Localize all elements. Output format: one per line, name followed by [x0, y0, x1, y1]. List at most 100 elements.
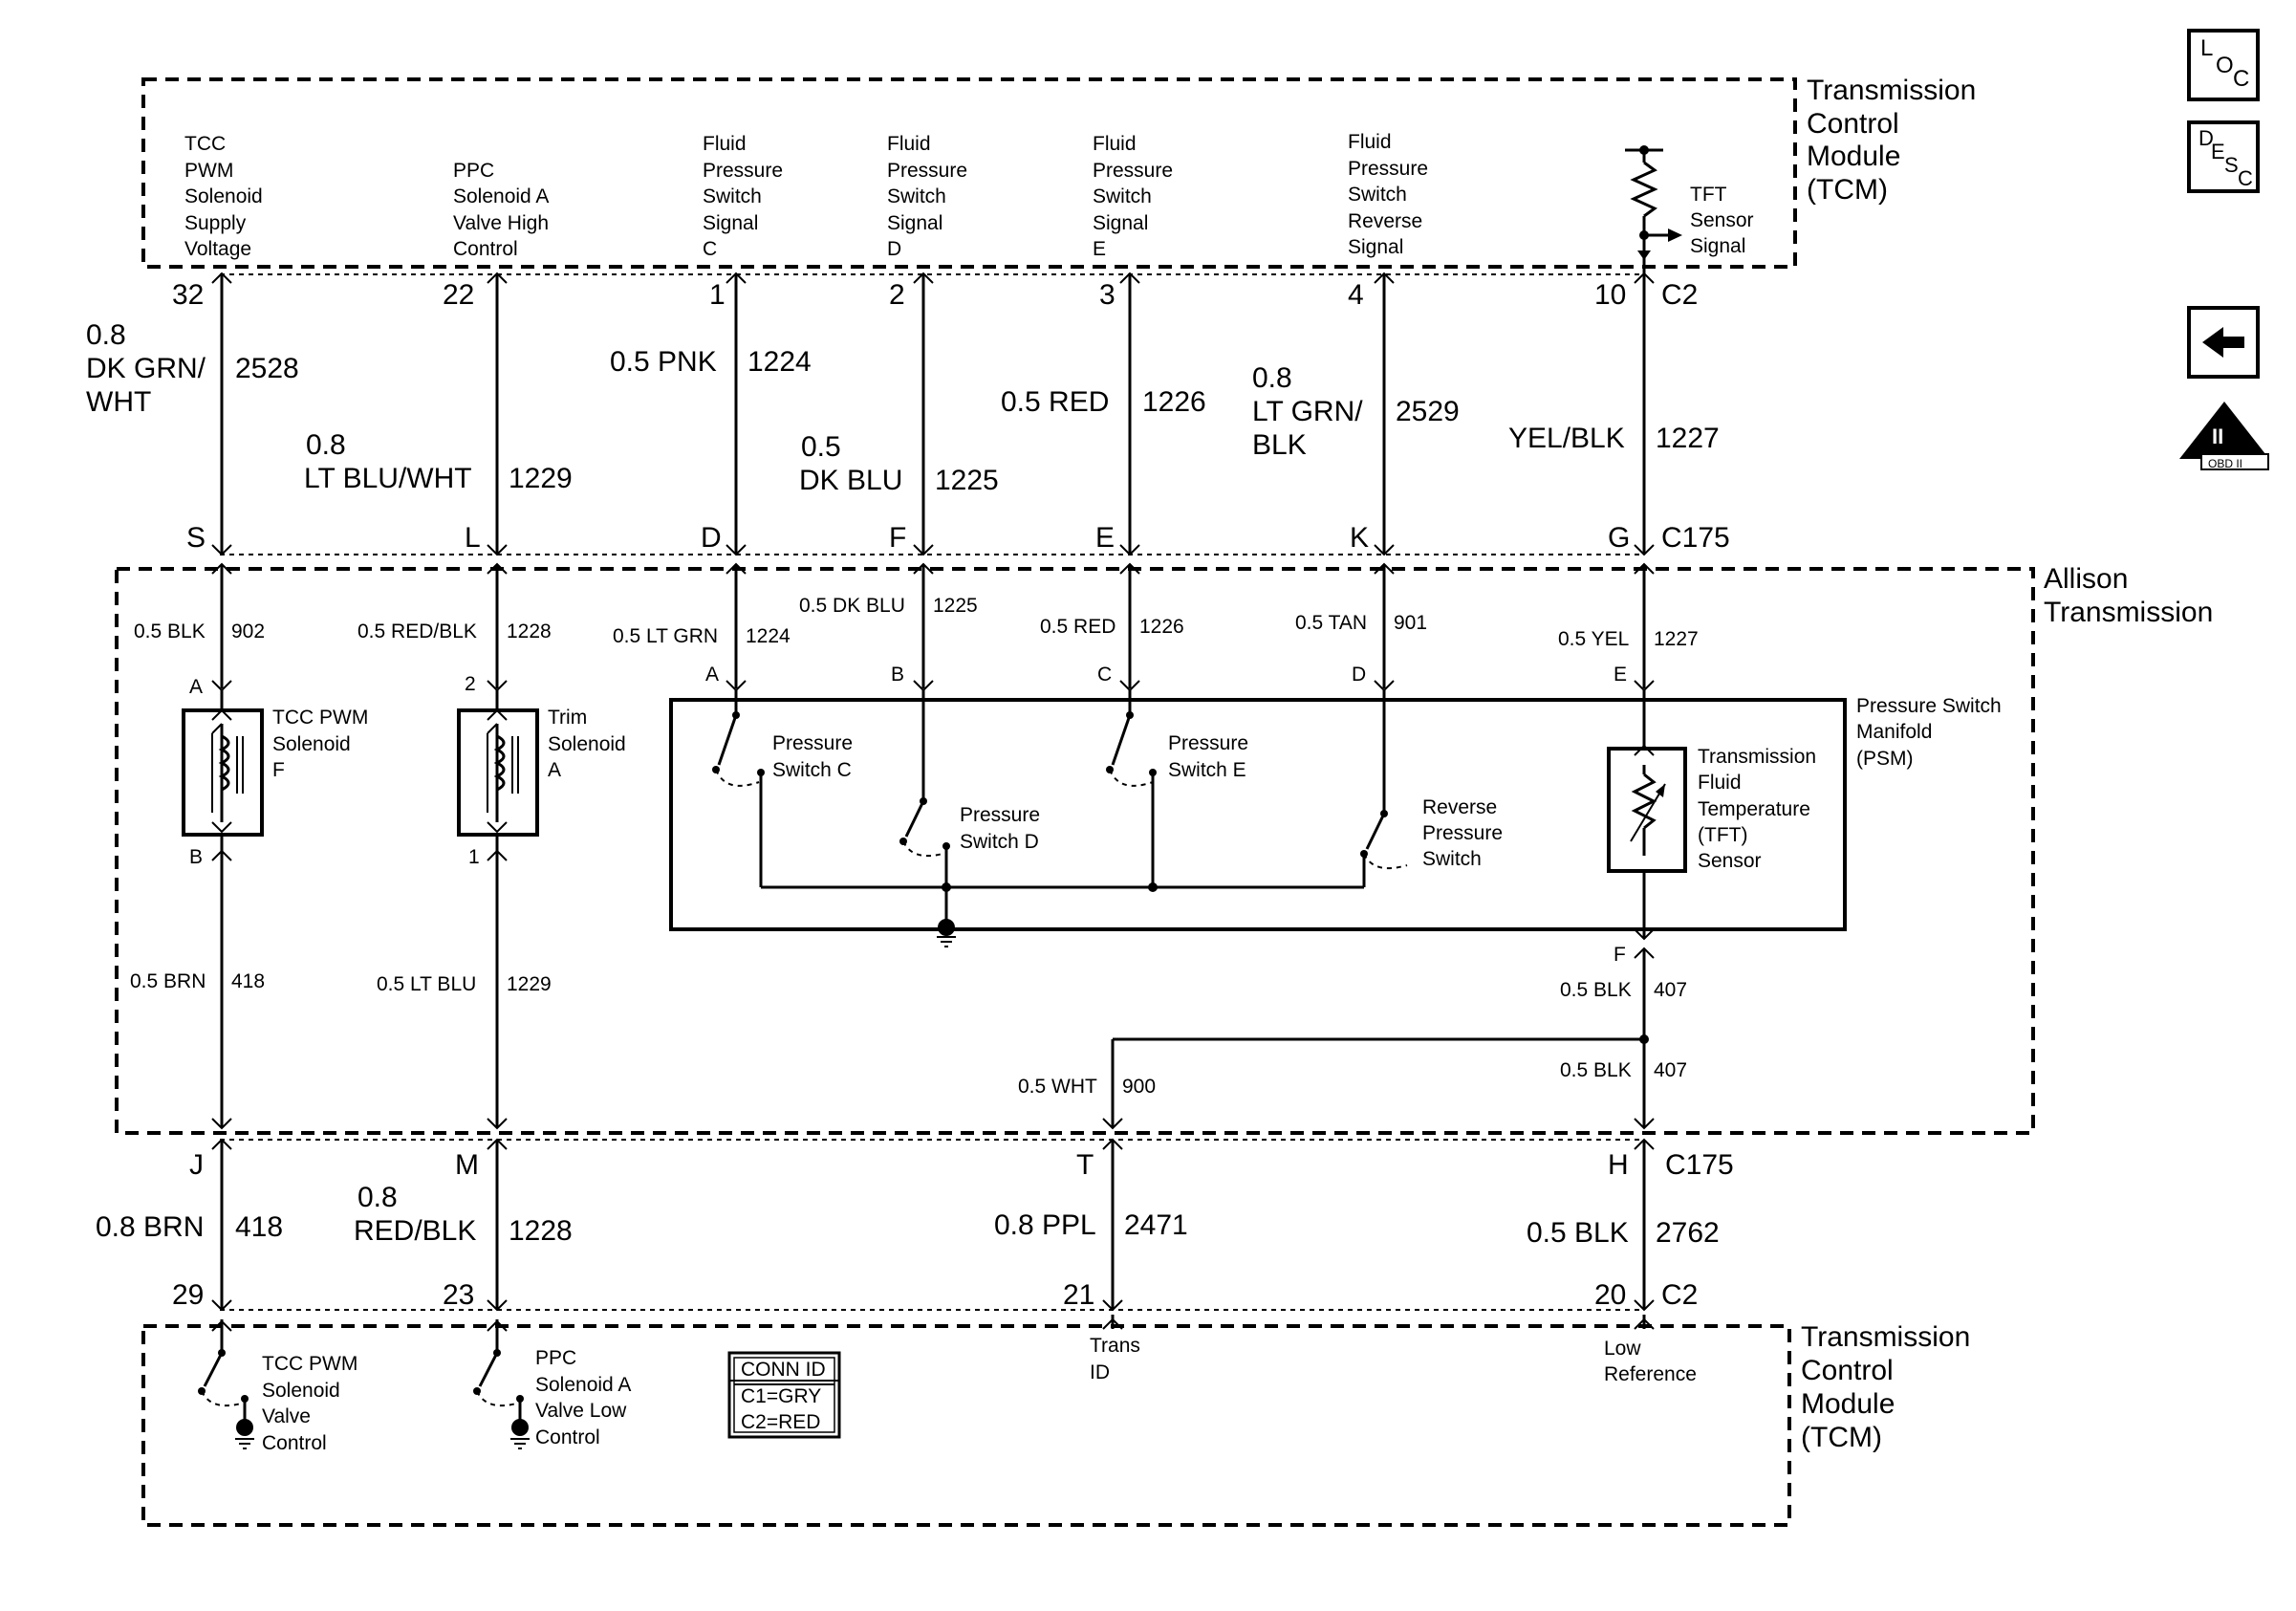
ppc-valve-low-control-switch: PPC Solenoid A Valve Low Control: [473, 1319, 631, 1449]
svg-text:TCC PWM: TCC PWM: [262, 1353, 357, 1375]
svg-text:0.5 BLK: 0.5 BLK: [134, 620, 206, 642]
svg-text:2529: 2529: [1396, 396, 1460, 427]
svg-text:1224: 1224: [746, 625, 791, 647]
svg-text:YEL/BLK: YEL/BLK: [1508, 423, 1625, 454]
svg-text:E: E: [1095, 522, 1115, 554]
svg-text:D: D: [2199, 126, 2214, 150]
loc-icon[interactable]: L O C: [2187, 29, 2260, 101]
svg-text:CONN ID: CONN ID: [741, 1359, 826, 1381]
svg-text:Pressure: Pressure: [772, 732, 853, 754]
svg-text:1226: 1226: [1142, 386, 1206, 418]
back-arrow-icon[interactable]: [2187, 306, 2260, 379]
allison-box: [115, 567, 2035, 1135]
svg-text:29: 29: [172, 1279, 204, 1311]
psm-ground-bus: [761, 882, 1364, 947]
svg-text:1228: 1228: [507, 620, 552, 642]
svg-text:Switch: Switch: [1422, 848, 1482, 870]
svg-text:0.8: 0.8: [1252, 362, 1292, 394]
svg-text:II: II: [2212, 425, 2223, 448]
allison-lower-wires: [211, 849, 1655, 1130]
svg-text:21: 21: [1063, 1279, 1094, 1311]
svg-text:(TFT): (TFT): [1698, 824, 1747, 846]
svg-text:1227: 1227: [1656, 423, 1720, 454]
svg-text:0.5 BLK: 0.5 BLK: [1527, 1217, 1629, 1249]
svg-text:Control: Control: [453, 238, 518, 260]
svg-text:Pressure: Pressure: [1348, 158, 1428, 180]
tcm-top-box: [141, 77, 1797, 269]
svg-text:Valve High: Valve High: [453, 212, 549, 234]
svg-text:Switch: Switch: [1348, 184, 1407, 206]
svg-text:0.5 LT BLU: 0.5 LT BLU: [377, 973, 476, 995]
svg-text:Pressure: Pressure: [703, 160, 783, 182]
svg-text:C175: C175: [1661, 522, 1730, 554]
svg-text:32: 32: [172, 279, 204, 311]
lower-harness-wires: [211, 1138, 1655, 1312]
svg-text:0.5 LT GRN: 0.5 LT GRN: [613, 625, 718, 647]
lower-harness-labels: J M T H C175 0.8 BRN 418 0.8 RED/BLK 122…: [96, 1149, 1734, 1249]
svg-text:1229: 1229: [509, 463, 573, 494]
svg-text:LT BLU/WHT: LT BLU/WHT: [304, 463, 472, 494]
svg-text:A: A: [189, 676, 203, 698]
tcm-top-title: Transmission Control Module (TCM): [1807, 75, 1976, 206]
svg-text:0.5: 0.5: [801, 431, 841, 463]
svg-text:B: B: [189, 846, 203, 868]
svg-text:Switch: Switch: [887, 185, 946, 207]
svg-text:0.5 RED: 0.5 RED: [1001, 386, 1109, 418]
svg-text:C: C: [2233, 66, 2249, 92]
svg-text:Signal: Signal: [1690, 235, 1745, 257]
trans-id-label: Trans ID: [1090, 1315, 1140, 1383]
svg-text:Switch: Switch: [703, 185, 762, 207]
svg-text:0.5 BLK: 0.5 BLK: [1560, 979, 1632, 1001]
svg-text:Valve: Valve: [262, 1405, 311, 1427]
tft-sensor: Transmission Fluid Temperature (TFT) Sen…: [1607, 690, 1816, 966]
svg-text:Fluid: Fluid: [1093, 133, 1137, 155]
svg-text:0.5 RED/BLK: 0.5 RED/BLK: [357, 620, 477, 642]
svg-text:Pressure: Pressure: [1422, 822, 1503, 844]
obd-ii-icon[interactable]: II OBD II: [2179, 402, 2269, 470]
svg-text:3: 3: [1099, 279, 1116, 311]
svg-text:Switch C: Switch C: [772, 759, 852, 781]
svg-text:C: C: [1097, 664, 1112, 686]
svg-text:900: 900: [1122, 1076, 1156, 1098]
svg-text:F: F: [272, 759, 285, 781]
svg-text:10: 10: [1594, 279, 1626, 311]
svg-text:PPC: PPC: [453, 160, 494, 182]
svg-text:C2=RED: C2=RED: [741, 1411, 820, 1433]
svg-text:A: A: [705, 664, 719, 686]
svg-text:(PSM): (PSM): [1856, 748, 1914, 770]
tft-sensor-signal-symbol: [1625, 145, 1682, 274]
svg-text:Low: Low: [1604, 1338, 1641, 1360]
allison-title: Allison Transmission: [2044, 563, 2213, 628]
svg-text:Control: Control: [535, 1426, 600, 1448]
svg-text:Fluid: Fluid: [703, 133, 747, 155]
svg-text:Switch: Switch: [1093, 185, 1152, 207]
svg-text:1: 1: [468, 846, 480, 868]
pressure-switch-d: Pressure Switch D: [899, 690, 1040, 887]
svg-text:Transmission: Transmission: [1801, 1321, 1970, 1353]
svg-text:D: D: [1352, 664, 1366, 686]
svg-text:Voltage: Voltage: [184, 238, 251, 260]
svg-text:0.5 RED: 0.5 RED: [1040, 616, 1116, 638]
c175-upper-pins: S L D F E K G C175: [186, 522, 1730, 554]
svg-text:A: A: [548, 759, 561, 781]
svg-text:F: F: [1614, 944, 1626, 966]
desc-icon[interactable]: D E S C: [2187, 120, 2260, 193]
svg-text:Pressure: Pressure: [887, 160, 967, 182]
svg-text:Signal: Signal: [703, 212, 758, 234]
svg-text:0.5 WHT: 0.5 WHT: [1018, 1076, 1097, 1098]
svg-text:RED/BLK: RED/BLK: [354, 1215, 476, 1247]
svg-text:Fluid: Fluid: [887, 133, 931, 155]
svg-text:0.5 BLK: 0.5 BLK: [1560, 1059, 1632, 1081]
svg-text:Module: Module: [1801, 1388, 1895, 1420]
svg-text:Pressure: Pressure: [1093, 160, 1173, 182]
svg-text:0.8 BRN: 0.8 BRN: [96, 1211, 204, 1243]
svg-text:Solenoid A: Solenoid A: [535, 1374, 631, 1396]
pressure-switch-c: Pressure Switch C: [712, 690, 853, 887]
svg-text:DK GRN/: DK GRN/: [86, 353, 206, 384]
svg-text:S: S: [186, 522, 206, 554]
low-reference-label: Low Reference: [1604, 1315, 1697, 1385]
svg-text:Trim: Trim: [548, 707, 587, 729]
svg-text:2: 2: [465, 673, 476, 695]
svg-text:Fluid: Fluid: [1348, 131, 1392, 153]
